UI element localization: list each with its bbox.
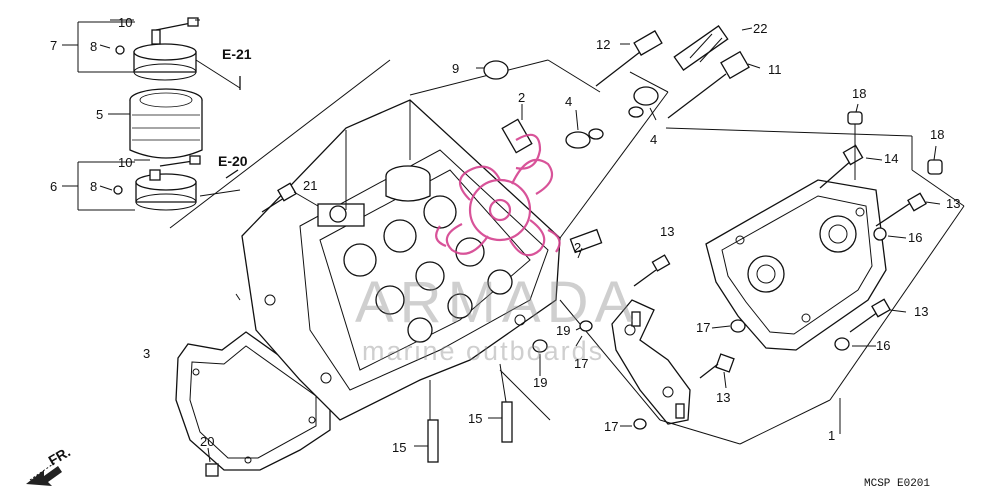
pin-guide-right <box>499 363 507 403</box>
callout-17-middle: 17 <box>696 320 710 335</box>
dowel-18-a <box>847 111 863 125</box>
nut-upper <box>115 45 125 55</box>
callout-7: 7 <box>50 38 57 53</box>
callout-11: 11 <box>768 62 782 77</box>
cover-outline-lines <box>659 127 965 445</box>
bolt-13-upper-right <box>875 192 927 227</box>
washer-16-lower <box>834 337 850 351</box>
front-marker-label: FR. <box>46 443 74 468</box>
bolt-13-left-shank <box>633 269 657 287</box>
camshaft-holder <box>611 299 691 425</box>
callout-4-left: 4 <box>565 94 572 109</box>
callout-17-bottom: 17 <box>604 419 618 434</box>
callout-15-right: 15 <box>468 411 482 426</box>
washer-16-upper <box>873 227 887 241</box>
dowel-pin-right <box>501 401 513 443</box>
callout-6: 6 <box>50 179 57 194</box>
diagram-code: MCSP E0201 <box>864 478 930 490</box>
dowel-19-b <box>579 320 593 332</box>
callout-13-right-lower: 13 <box>914 304 928 319</box>
callout-3: 3 <box>143 346 150 361</box>
callout-13-right-upper: 13 <box>946 196 960 211</box>
intake-joint-upper <box>133 17 199 81</box>
sleeve-lower <box>569 228 603 254</box>
callout-21: 21 <box>303 178 317 193</box>
callout-12: 12 <box>596 37 610 52</box>
gasket-guide <box>235 293 241 301</box>
bolt-13-bottom-shank <box>699 363 719 379</box>
callout-18-b: 18 <box>930 127 944 142</box>
callout-9: 9 <box>452 61 459 76</box>
insulator <box>129 88 203 159</box>
leader-lines <box>110 19 941 463</box>
dowel-19-a <box>532 339 548 353</box>
bolt-13-left <box>651 254 671 272</box>
bolt-14 <box>819 144 864 189</box>
callout-16-lower: 16 <box>876 338 890 353</box>
bolt-11 <box>667 50 750 119</box>
watermark-tagline: marine outboards <box>362 336 604 366</box>
callout-16-upper: 16 <box>908 230 922 245</box>
callout-5: 5 <box>96 107 103 122</box>
collar-9 <box>483 60 509 80</box>
front-arrow-icon <box>26 461 62 486</box>
ref-e21: E-21 <box>222 46 252 62</box>
callout-13-top: 13 <box>660 224 674 239</box>
callout-19-upper: 19 <box>556 323 570 338</box>
watermark-brand: ARMADA <box>355 270 639 335</box>
watermark-logo: ARMADA marine outboards <box>355 133 639 366</box>
callout-17-left: 17 <box>574 356 588 371</box>
dowel-18-b <box>927 159 943 175</box>
dowel-pin-left <box>427 419 439 463</box>
callout-14: 14 <box>884 151 898 166</box>
nut-lower <box>113 185 123 195</box>
o-rings-left <box>565 128 604 149</box>
head-outline-lines <box>345 59 669 421</box>
callout-18-a: 18 <box>852 86 866 101</box>
bolt-13-lower-right <box>849 298 891 333</box>
head-cover <box>705 179 887 351</box>
callout-4-right: 4 <box>650 132 657 147</box>
callout-19-lower: 19 <box>533 375 547 390</box>
spark-plug-22 <box>673 25 729 71</box>
callout-8-upper: 8 <box>90 39 97 54</box>
e20-pointer <box>225 169 239 179</box>
dowel-17-a <box>633 418 647 430</box>
bolt-13-bottom <box>715 353 735 373</box>
callout-10-upper: 10 <box>118 15 132 30</box>
callout-8-lower: 8 <box>90 179 97 194</box>
callout-2-lower: 2 <box>574 240 581 255</box>
callout-15-left: 15 <box>392 440 406 455</box>
callout-22: 22 <box>753 21 767 36</box>
callout-13-bottom: 13 <box>716 390 730 405</box>
callout-10-lower: 10 <box>118 155 132 170</box>
callout-1: 1 <box>828 428 835 443</box>
cylinder-head <box>241 99 561 421</box>
intake-joint-lower <box>135 155 201 211</box>
dowel-17-b <box>730 319 746 333</box>
callout-2-upper: 2 <box>518 90 525 105</box>
callout-20: 20 <box>200 434 214 449</box>
bolt-21 <box>261 182 319 213</box>
ref-e20: E-20 <box>218 153 248 169</box>
o-rings-right <box>628 86 659 118</box>
stud-20 <box>205 463 219 477</box>
watermark-logo-emblem <box>435 133 561 257</box>
bolt-12 <box>595 30 663 87</box>
sleeve-upper <box>501 118 533 154</box>
bracket-lines-left <box>62 19 391 229</box>
